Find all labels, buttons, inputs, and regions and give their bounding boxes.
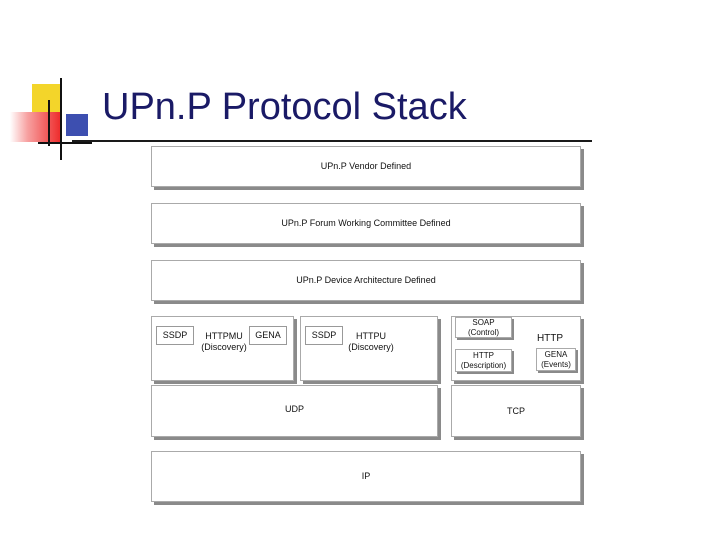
ip-layer: IP	[151, 451, 581, 502]
gena-box: GENA	[249, 326, 287, 345]
ip-label: IP	[361, 471, 371, 481]
ssdp-label: SSDP	[162, 330, 188, 340]
udp-layer: UDP	[151, 385, 438, 437]
http-description-box: HTTP (Description)	[455, 349, 512, 372]
soap-label: SOAP	[472, 317, 495, 327]
gena-label: GENA	[255, 330, 281, 340]
logo-vertical-line-short	[48, 100, 50, 146]
gena-events-box: GENA (Events)	[536, 348, 576, 371]
logo-horizontal-line	[38, 142, 92, 144]
httpu-sub-label: (Discovery)	[348, 342, 394, 352]
httpu-label: HTTPU	[356, 331, 386, 341]
tcp-label: TCP	[507, 406, 525, 416]
logo-red-bar	[10, 112, 60, 142]
logo-yellow-square	[32, 84, 62, 116]
soap-box: SOAP (Control)	[455, 317, 512, 338]
slide-title: UPn.P Protocol Stack	[102, 86, 467, 128]
tcp-layer: TCP	[451, 385, 581, 437]
title-underline	[72, 140, 592, 142]
http-label: HTTP	[536, 333, 564, 344]
httpmu-label-group: HTTPMU (Discovery)	[196, 331, 252, 353]
vendor-defined-layer: UPn.P Vendor Defined	[151, 146, 581, 187]
httpmu-sub-label: (Discovery)	[201, 342, 247, 352]
ssdp-label: SSDP	[311, 330, 337, 340]
ssdp-box: SSDP	[156, 326, 194, 345]
http-description-label: HTTP	[473, 350, 494, 360]
httpmu-label: HTTPMU	[205, 331, 243, 341]
http-description-sub-label: (Description)	[460, 360, 507, 370]
udp-label: UDP	[284, 404, 304, 414]
device-architecture-layer: UPn.P Device Architecture Defined	[151, 260, 581, 301]
soap-sub-label: (Control)	[467, 327, 500, 337]
httpmu-block: SSDP HTTPMU (Discovery) GENA	[151, 316, 294, 381]
http-block: SOAP (Control) HTTP (Description) HTTP G…	[451, 316, 581, 381]
forum-defined-layer: UPn.P Forum Working Committee Defined	[151, 203, 581, 244]
gena-events-sub-label: (Events)	[541, 359, 571, 369]
httpu-label-group: HTTPU (Discovery)	[343, 331, 399, 353]
gena-events-label: GENA	[544, 349, 568, 359]
device-architecture-label: UPn.P Device Architecture Defined	[296, 275, 436, 285]
httpu-block: SSDP HTTPU (Discovery)	[300, 316, 438, 381]
logo-vertical-line	[60, 78, 62, 160]
vendor-defined-label: UPn.P Vendor Defined	[320, 161, 412, 171]
forum-defined-label: UPn.P Forum Working Committee Defined	[281, 218, 451, 228]
slide-logo	[0, 0, 110, 170]
logo-blue-square	[66, 114, 88, 136]
ssdp-box: SSDP	[305, 326, 343, 345]
